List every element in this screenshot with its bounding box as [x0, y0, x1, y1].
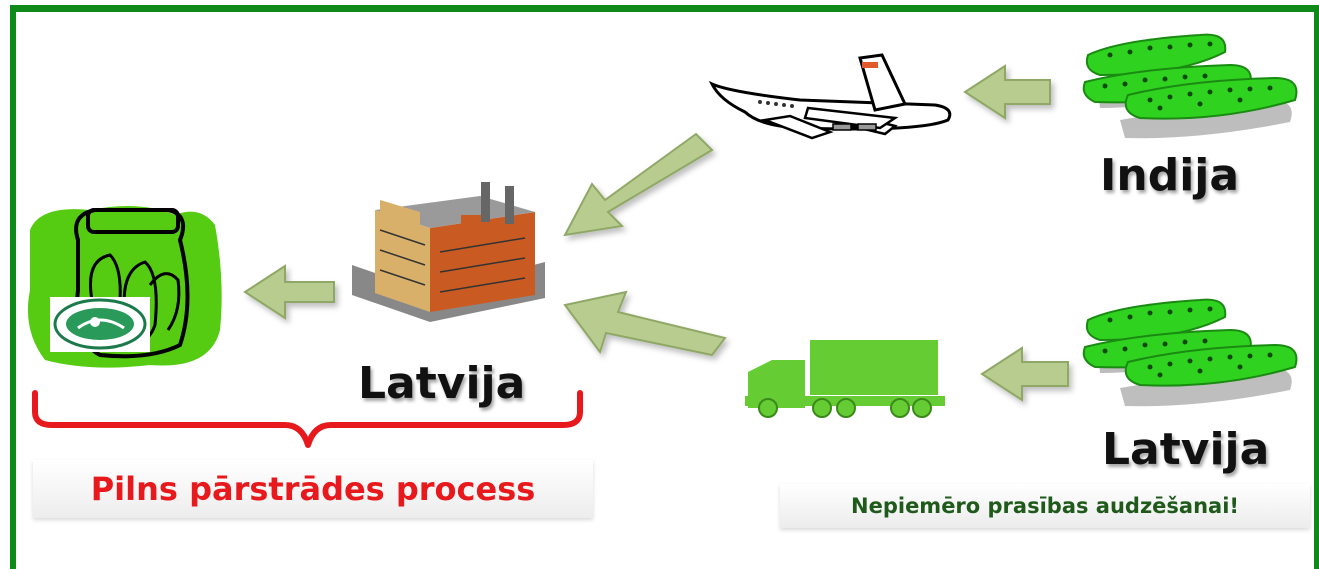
- arrow-truck-to-factory: [563, 290, 727, 357]
- frame-right-border: [1314, 5, 1319, 569]
- pickle-jar-icon: [27, 206, 222, 368]
- process-caption-box: Pilns pārstrādes process: [33, 460, 593, 518]
- india-country-label: Indija: [1100, 150, 1240, 201]
- frame-top-border: [10, 5, 1319, 12]
- cucumbers-icon: [1082, 33, 1298, 139]
- cucumbers-icon: [1082, 298, 1298, 407]
- requirement-note-box: Nepiemēro prasības audzēšanai!: [780, 484, 1310, 528]
- arrow-factory-to-jar: [243, 264, 335, 320]
- airplane-icon: [708, 53, 952, 140]
- local-country-label: Latvija: [1102, 424, 1270, 475]
- process-brace: [32, 390, 583, 448]
- process-caption: Pilns pārstrādes process: [90, 470, 536, 508]
- requirement-note: Nepiemēro prasības audzēšanai!: [851, 494, 1239, 518]
- frame-left-border: [10, 5, 16, 569]
- factory-icon: [352, 182, 545, 322]
- arrow-india-to-plane: [963, 64, 1051, 120]
- arrow-plane-to-factory: [563, 132, 714, 237]
- factory-country-label: Latvija: [358, 358, 526, 409]
- arrow-latvia-to-truck: [980, 346, 1069, 402]
- truck-icon: [745, 340, 945, 418]
